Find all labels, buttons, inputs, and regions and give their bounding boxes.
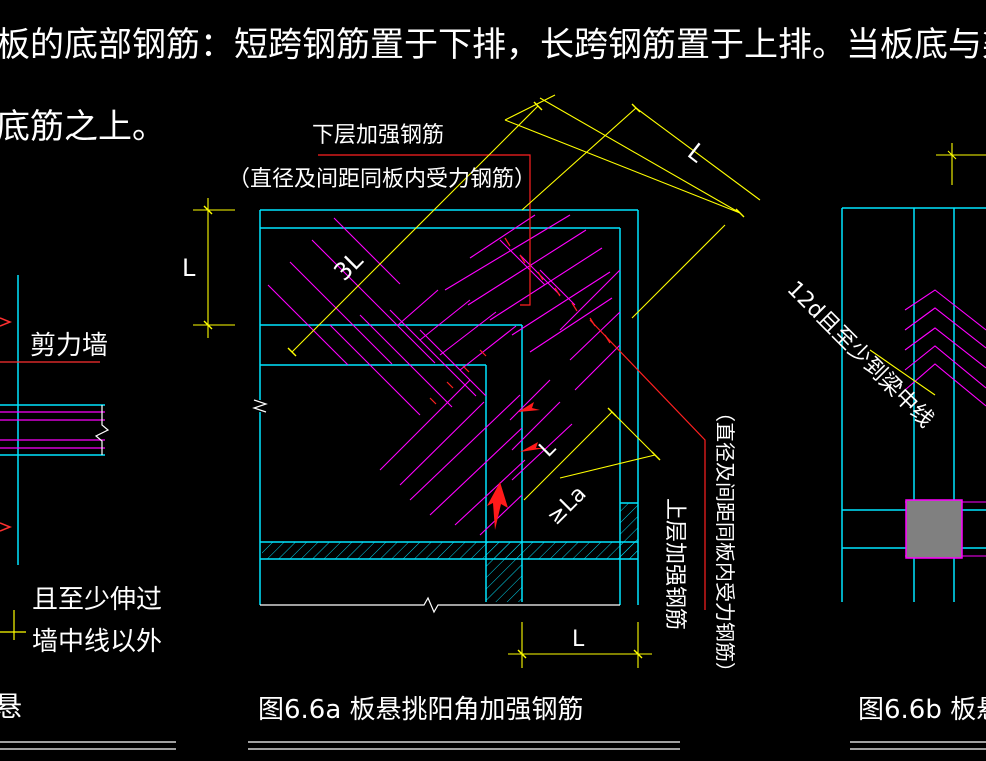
- anchor-dimension: [869, 143, 986, 396]
- left-fragment: 剪力墙 且至少伸过 墙中线以外 悬: [0, 275, 176, 750]
- figure-b: 12d且至少到梁中线 图6.6b 板悬: [782, 143, 986, 750]
- figure-b-caption: 图6.6b 板悬: [858, 695, 986, 725]
- break-mark: [94, 405, 110, 455]
- heading-line1: 板的底部钢筋：短跨钢筋置于下排，长跨钢筋置于上排。当板底与梁底平齐时，板: [0, 25, 986, 65]
- wall-note-line2: 墙中线以外: [32, 627, 162, 657]
- lower-rebar-sublabel: （直径及间距同板内受力钢筋）: [228, 167, 536, 192]
- figure-a-caption: 图6.6a 板悬挑阳角加强钢筋: [258, 695, 584, 725]
- wall-label: 剪力墙: [30, 331, 108, 361]
- figure-a: 下层加强钢筋 （直径及间距同板内受力钢筋） L 3L L L ≥La L 上层加…: [182, 94, 761, 750]
- corner-rebar: [267, 214, 621, 536]
- wall-note-line1: 且至少伸过: [32, 585, 162, 615]
- dim-la: ≥La: [543, 481, 592, 530]
- dimension-lines: [193, 94, 761, 668]
- dim-l-left: L: [182, 254, 196, 282]
- leader-lines: [318, 154, 706, 610]
- slab-outline: [259, 209, 639, 605]
- beam-hatch: [262, 542, 638, 559]
- dim-3l: 3L: [328, 246, 368, 286]
- break-mark-bottom: [260, 596, 620, 614]
- load-arrows: [487, 402, 546, 530]
- heading-line2: 底筋之上。: [0, 107, 166, 147]
- upper-rebar-sublabel: （直径及间距同板内受力钢筋）: [713, 402, 737, 682]
- lower-rebar-label: 下层加强钢筋: [312, 123, 444, 148]
- dimension-ticks: [203, 101, 745, 659]
- column-section: [905, 499, 963, 559]
- dim-l-bottom: L: [572, 627, 585, 652]
- break-mark-left: [252, 399, 268, 413]
- dim-l-top: L: [682, 138, 710, 169]
- left-caption-tail: 悬: [0, 690, 22, 723]
- upper-rebar-label: 上层加强钢筋: [662, 498, 687, 630]
- dim-l-diag: L: [535, 435, 562, 462]
